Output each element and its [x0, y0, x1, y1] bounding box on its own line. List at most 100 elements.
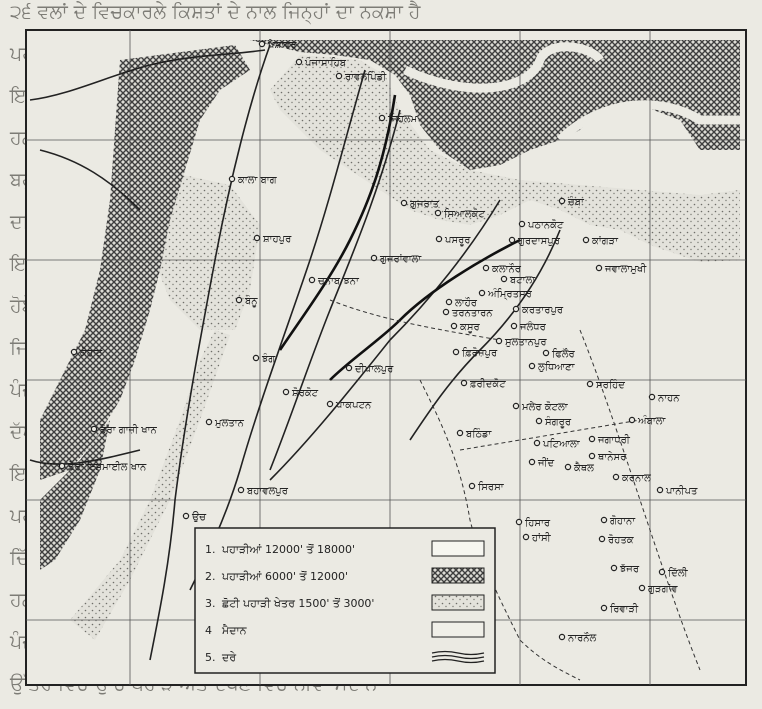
place-label-jhangcity: ਝੰਗ	[261, 353, 276, 365]
place-label-thanesar: ਥਾਨੇਸਰ	[597, 451, 627, 463]
place-label-pakpattan: ਪਾਕਪਟਨ	[335, 400, 372, 411]
place-label-kaithal: ਕੈਥਲ	[573, 462, 594, 474]
place-label-ludhiana: ਲੁਧਿਆਣਾ	[537, 361, 576, 373]
place-label-multan: ਮੁਲਤਾਨ	[214, 418, 245, 429]
town-marker-kaithal	[564, 463, 572, 471]
town-marker-tarantaran	[442, 308, 450, 316]
place-label-jawalamukhi: ਜਵਾਲਾਮੁਖੀ	[604, 263, 647, 275]
town-marker-multan	[205, 418, 213, 426]
salt-range-stipple	[150, 170, 260, 330]
town-marker-amritsar	[478, 289, 486, 297]
town-marker-gujranwala	[370, 254, 378, 262]
town-marker-firozpur	[452, 348, 460, 356]
place-label-kartarpur: ਕਰਤਾਰਪੁਰ	[521, 305, 564, 316]
town-marker-maler	[512, 402, 520, 410]
legend-swatch-crosshatch	[431, 567, 485, 584]
legend-swatch-stipple	[431, 594, 485, 611]
place-label-rewari: ਰਿਵਾੜੀ	[609, 603, 639, 615]
place-label-gujranwala: ਗੁਜਰਾਂਵਾਲਾ	[379, 254, 422, 265]
place-label-gujrat: ਗੁਜਰਾਤ	[409, 199, 440, 210]
place-label-bathinda: ਬਠਿੰਡਾ	[465, 428, 493, 440]
town-marker-sialkot	[434, 209, 442, 217]
town-marker-bahawalpur	[237, 486, 245, 494]
place-label-maler: ਮਲੇਰ ਕੋਟਲਾ	[521, 400, 569, 413]
place-label-rawalpindi: ਰਾਵਲਪਿੰਡੀ	[344, 71, 387, 83]
foothill-region	[270, 55, 740, 262]
place-label-kohat: ਕੋਹਾਟ	[79, 346, 103, 359]
town-marker-pasrur	[435, 235, 443, 243]
place-label-dadri: ਝੱਜਰ	[619, 563, 640, 575]
town-marker-faridkot	[460, 379, 468, 387]
town-marker-jawalamukhi	[595, 264, 603, 272]
town-marker-sultanpur	[495, 337, 503, 345]
town-marker-jhangcity	[252, 354, 260, 362]
place-label-shahpur: ਸ਼ਾਹਪੁਰ	[262, 234, 292, 245]
town-marker-kasur	[450, 322, 458, 330]
town-marker-sangrur	[535, 417, 543, 425]
town-marker-shorkot	[282, 388, 290, 396]
town-marker-uch	[182, 512, 190, 520]
himalaya-region	[250, 40, 740, 170]
town-marker-chenab	[308, 276, 316, 284]
town-marker-pakpattan	[326, 400, 334, 408]
legend-number: 5.	[205, 651, 216, 664]
place-label-pathankot: ਪਠਾਨਕੋਟ	[527, 218, 564, 231]
place-label-panipat: ਪਾਨੀਪਤ	[665, 485, 698, 497]
town-marker-thanesar	[588, 452, 596, 460]
town-marker-shahpur	[253, 234, 261, 242]
railway	[278, 94, 521, 381]
place-label-chenab: ਚਨਾਬ/ਝਨਾ	[317, 276, 360, 287]
place-label-panjasahib: ਪੰਜਾਸਾਹਿਬ	[304, 57, 347, 69]
town-marker-peshawar	[258, 40, 266, 48]
legend-label: ਛੋਟੀ ਪਹਾੜੀ ਖੇਤਰ 1500' ਤੋਂ 3000'	[221, 597, 374, 610]
town-marker-chamba	[558, 197, 566, 205]
place-label-sialkot: ਸਿਆਲਕੋਟ	[443, 207, 485, 220]
legend: 1.ਪਹਾੜੀਆਂ 12000' ਤੋਂ 18000'2.ਪਹਾੜੀਆਂ 600…	[194, 527, 496, 674]
place-label-jehlam: ਜਿਹਲਮ	[387, 113, 418, 125]
town-marker-narnaul	[558, 633, 566, 641]
place-label-jhang: ਕਾਲਾ ਬਾਗ	[237, 175, 278, 186]
place-label-jalandhar: ਜਲੰਧਰ	[519, 321, 547, 333]
sulaiman-range	[40, 420, 110, 570]
town-marker-kalanaur	[482, 264, 490, 272]
place-label-kangra: ਕਾਂਗੜਾ	[591, 236, 619, 247]
town-marker-jehlam	[378, 114, 386, 122]
town-marker-dgkhan	[90, 425, 98, 433]
place-label-sangrur: ਸੰਗਰੂਰ	[544, 416, 572, 428]
place-label-dgkhan: ਡੇਰਾ ਗਾਜ਼ੀ ਖਾਨ	[99, 424, 157, 436]
town-marker-patiala	[533, 439, 541, 447]
legend-number: 2.	[205, 570, 216, 583]
place-label-shorkot: ਸ਼ੋਰਕੋਟ	[291, 386, 319, 399]
place-label-batala: ਬਟਾਲਾ	[509, 275, 536, 286]
place-label-patiala: ਪਟਿਆਲਾ	[542, 438, 581, 450]
town-marker-jhang	[228, 175, 236, 183]
place-label-lahore: ਲਾਹੌਰ	[454, 297, 478, 309]
place-label-hissar: ਹਿਸਾਰ	[524, 517, 551, 529]
town-marker-kangra	[582, 236, 590, 244]
town-marker-batala	[500, 275, 508, 283]
town-marker-dipalpur	[345, 364, 353, 372]
town-marker-ludhiana	[528, 362, 536, 370]
town-marker-karnal	[612, 473, 620, 481]
town-marker-jalandhar	[510, 322, 518, 330]
grid	[26, 30, 746, 685]
place-label-gurgaon: ਗੁੜਗਾਂਵ	[647, 584, 678, 595]
town-marker-jagadhri	[588, 435, 596, 443]
place-label-tarantaran: ਤਰਨਤਾਰਨ	[451, 308, 493, 319]
town-marker-sirhind	[586, 380, 594, 388]
town-marker-bathinda	[456, 429, 464, 437]
town-marker-rohtak	[598, 535, 606, 543]
town-marker-gurgaon	[638, 584, 646, 592]
town-marker-kohat	[70, 348, 78, 356]
place-label-hansi: ਹਾਂਸੀ	[531, 532, 552, 544]
legend-swatch-river	[431, 650, 485, 664]
town-marker-hissar	[515, 518, 523, 526]
legend-label: ਪਹਾੜੀਆਂ 6000' ਤੋਂ 12000'	[221, 570, 348, 583]
place-label-sirhind: ਸਰਹਿੰਦ	[595, 379, 625, 391]
town-marker-phillaur	[542, 349, 550, 357]
legend-swatch-plain	[431, 621, 485, 638]
place-label-karnal: ਕਰਨਾਲ	[621, 473, 651, 484]
